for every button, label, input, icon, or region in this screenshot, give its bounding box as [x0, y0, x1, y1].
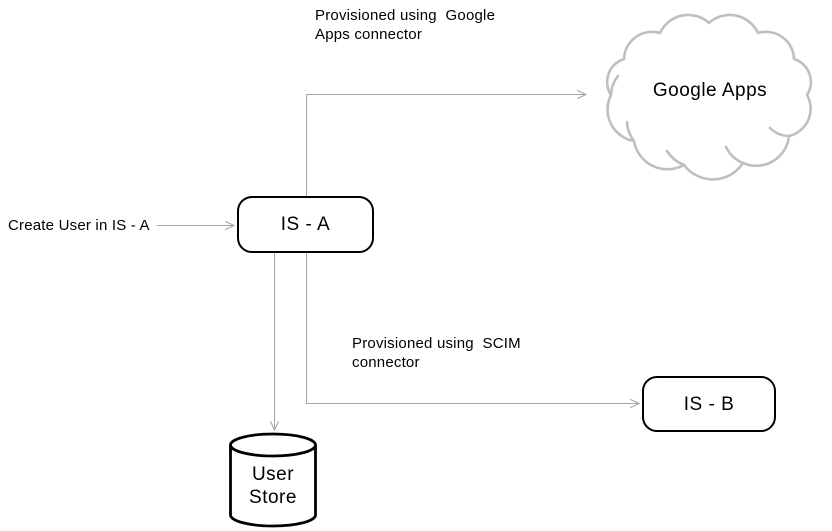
node-user-store-label: User Store [249, 464, 297, 508]
node-is-b: IS - B [642, 376, 776, 432]
cloud-icon [605, 13, 813, 181]
node-user-store: User Store [228, 431, 318, 529]
annotation-scim-connector: Provisioned using SCIM connector [352, 335, 521, 371]
node-google-apps: Google Apps [588, 3, 832, 190]
connector-is-a-to-google-apps [306, 95, 587, 196]
cylinder-icon [229, 432, 317, 528]
node-is-b-label: IS - B [683, 393, 735, 415]
connector-is-a-to-is-b [306, 253, 640, 404]
node-is-a: IS - A [237, 196, 374, 253]
annotation-create-user: Create User in IS - A [8, 217, 150, 234]
annotation-google-apps-connector: Provisioned using Google Apps connector [315, 7, 496, 43]
node-is-a-label: IS - A [280, 214, 331, 235]
node-google-apps-label: Google Apps [652, 80, 768, 101]
